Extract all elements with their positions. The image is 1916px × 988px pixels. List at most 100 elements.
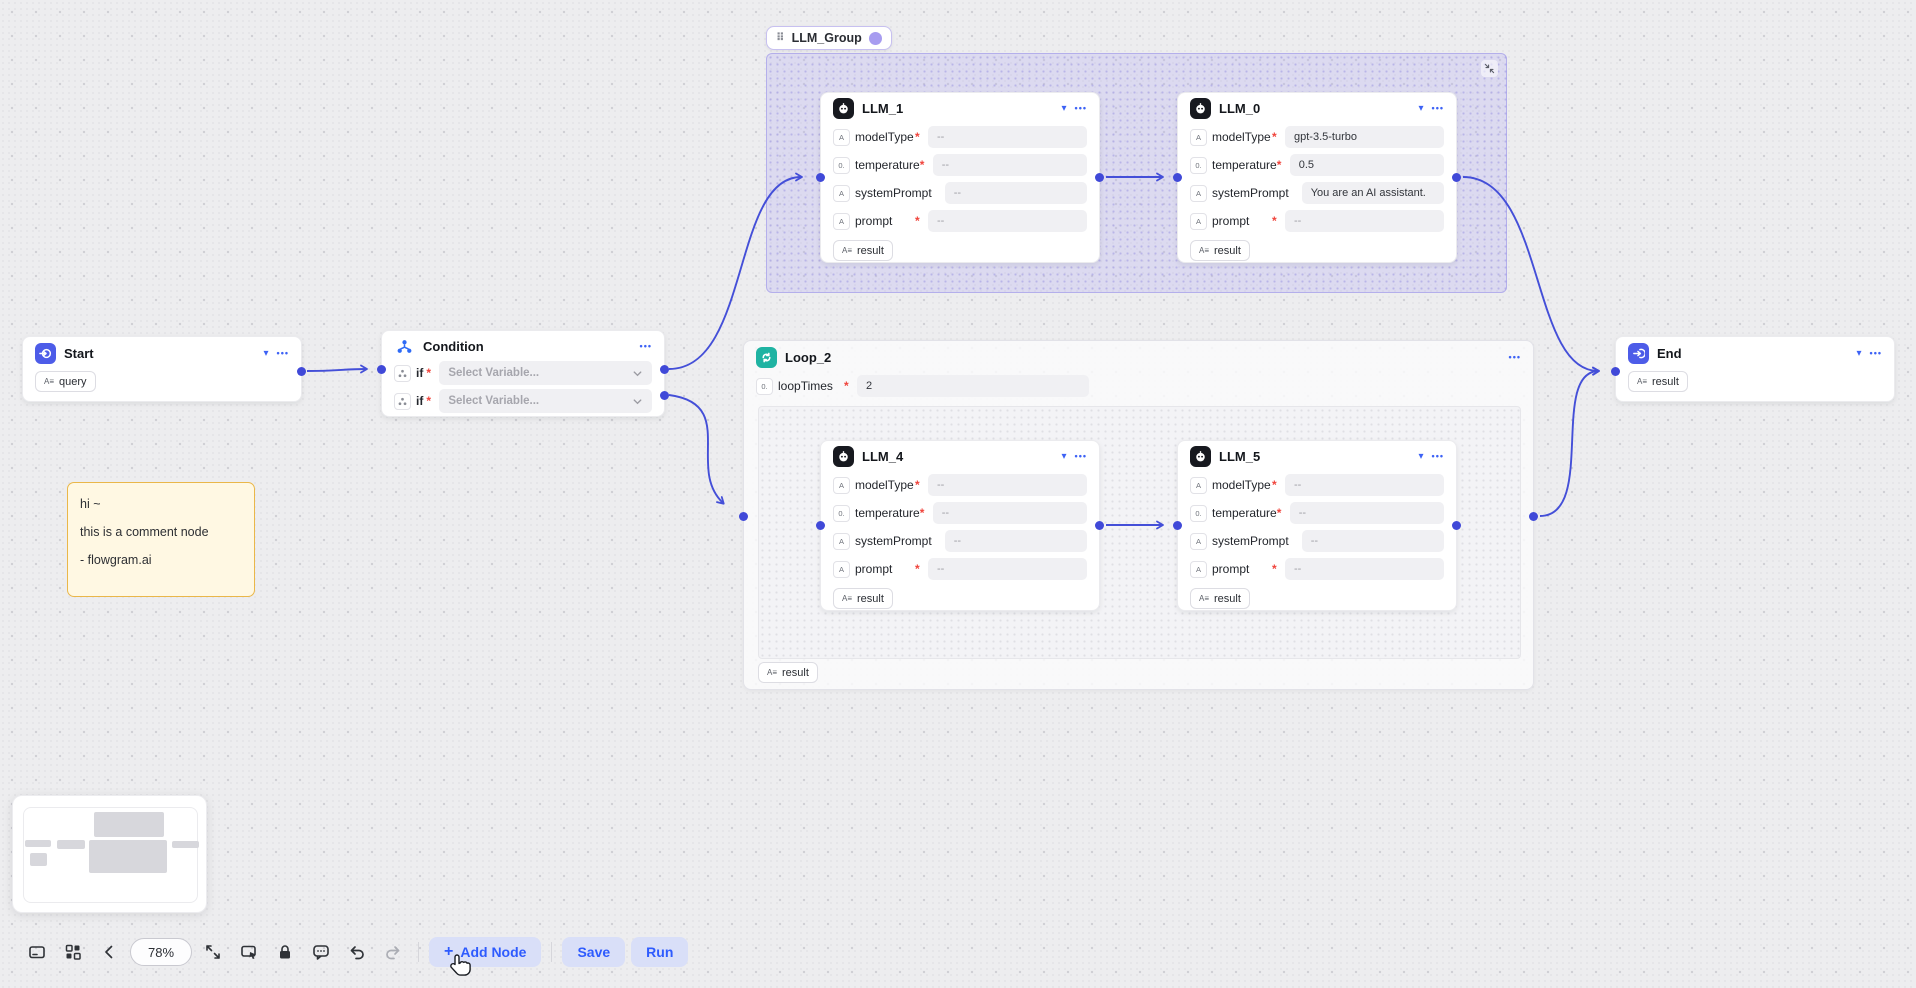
required-asterisk: *: [1272, 130, 1277, 144]
group-collapse-button[interactable]: [1481, 60, 1498, 77]
param-value-field[interactable]: --: [932, 154, 1087, 176]
llm4-output-port[interactable]: [1095, 521, 1104, 530]
more-menu-icon[interactable]: •••: [1074, 451, 1087, 461]
undo-button[interactable]: [342, 936, 372, 968]
chevron-down-icon[interactable]: ▾: [1061, 102, 1067, 114]
zoom-level-input[interactable]: 78%: [130, 938, 192, 966]
more-menu-icon[interactable]: •••: [1869, 348, 1882, 358]
more-menu-icon[interactable]: •••: [1074, 103, 1087, 113]
minimap-icon: [29, 946, 45, 959]
result-badge: A≡result: [1190, 240, 1250, 261]
redo-button[interactable]: [378, 936, 408, 968]
node-end[interactable]: End ▾ ••• A≡ result: [1611, 336, 1895, 402]
condition-input-port[interactable]: [377, 365, 386, 374]
param-value-field[interactable]: --: [944, 182, 1087, 204]
required-asterisk: *: [915, 214, 920, 228]
fit-view-icon: [206, 945, 220, 959]
looptimes-field[interactable]: 2: [857, 375, 1089, 397]
required-asterisk: *: [1272, 214, 1277, 228]
condition-output-port-2[interactable]: [660, 391, 669, 400]
param-value-field[interactable]: --: [1289, 502, 1444, 524]
required-asterisk: *: [919, 506, 925, 520]
type-string-icon: A: [1190, 560, 1207, 578]
variable-type-icon: A≡: [1637, 377, 1648, 386]
more-menu-icon[interactable]: •••: [276, 348, 289, 358]
chevron-down-icon[interactable]: ▾: [1856, 347, 1862, 359]
run-button[interactable]: Run: [631, 937, 689, 967]
more-menu-icon[interactable]: •••: [1431, 103, 1444, 113]
zoom-out-button[interactable]: [94, 936, 124, 968]
more-menu-icon[interactable]: •••: [639, 341, 652, 351]
start-output-port[interactable]: [297, 367, 306, 376]
collapse-icon: [1484, 63, 1495, 74]
wire-condition-loop[interactable]: [668, 394, 725, 505]
fit-view-button[interactable]: [198, 936, 228, 968]
redo-icon: [386, 946, 400, 960]
comment-node[interactable]: hi ~ this is a comment node - flowgram.a…: [67, 482, 255, 597]
chevron-down-icon[interactable]: ▾: [1418, 450, 1424, 462]
llm0-input-port[interactable]: [1173, 173, 1182, 182]
param-value-field[interactable]: --: [928, 474, 1087, 496]
minimap[interactable]: [12, 795, 207, 913]
type-number-icon: 0.: [1190, 504, 1207, 522]
param-value-field[interactable]: --: [1285, 558, 1444, 580]
wire-start-condition[interactable]: [306, 364, 368, 374]
param-value-field[interactable]: --: [1301, 530, 1444, 552]
node-condition[interactable]: Condition ••• if * Select Variable... if…: [377, 330, 669, 417]
param-value-field[interactable]: You are an AI assistant.: [1301, 182, 1444, 204]
param-value-field[interactable]: --: [928, 210, 1087, 232]
bottom-toolbar: 78% + Add Node Save Run: [22, 934, 689, 970]
required-asterisk: *: [1276, 158, 1282, 172]
wire-loop-end[interactable]: [1539, 366, 1600, 517]
more-menu-icon[interactable]: •••: [1431, 451, 1444, 461]
lock-button[interactable]: [270, 936, 300, 968]
param-value-field[interactable]: --: [928, 558, 1087, 580]
chevron-down-icon[interactable]: ▾: [263, 347, 269, 359]
minimap-toggle-button[interactable]: [22, 936, 52, 968]
branch-icon: [394, 392, 411, 410]
param-value-field[interactable]: --: [1285, 210, 1444, 232]
end-input-port[interactable]: [1611, 367, 1620, 376]
required-asterisk: *: [426, 366, 432, 380]
group-color-swatch[interactable]: [868, 31, 882, 45]
group-label-pill[interactable]: ⠿ LLM_Group: [766, 26, 892, 50]
type-string-icon: A: [1190, 532, 1207, 550]
type-number-icon: 0.: [756, 377, 773, 395]
add-node-button[interactable]: + Add Node: [429, 937, 542, 967]
layout-button[interactable]: [58, 936, 88, 968]
llm1-output-port[interactable]: [1095, 173, 1104, 182]
loop-input-port[interactable]: [739, 512, 748, 521]
llm0-output-port[interactable]: [1452, 173, 1461, 182]
variable-select[interactable]: Select Variable...: [439, 361, 652, 385]
group-name: LLM_Group: [791, 31, 862, 45]
save-button[interactable]: Save: [562, 937, 626, 967]
if-label: if: [416, 394, 424, 408]
llm1-input-port[interactable]: [816, 173, 825, 182]
drag-handle-icon[interactable]: ⠿: [776, 31, 785, 44]
comment-button[interactable]: [306, 936, 336, 968]
more-menu-icon[interactable]: •••: [1508, 352, 1521, 362]
loop-output-port[interactable]: [1529, 512, 1538, 521]
result-badge: A≡ result: [1628, 371, 1688, 392]
required-asterisk: *: [915, 562, 920, 576]
llm5-output-port[interactable]: [1452, 521, 1461, 530]
variable-select[interactable]: Select Variable...: [439, 389, 652, 413]
param-value-field[interactable]: 0.5: [1289, 154, 1444, 176]
param-value-field[interactable]: --: [944, 530, 1087, 552]
param-value-field[interactable]: gpt-3.5-turbo: [1285, 126, 1444, 148]
select-area-button[interactable]: [234, 936, 264, 968]
chevron-down-icon[interactable]: ▾: [1418, 102, 1424, 114]
param-value-field[interactable]: --: [932, 502, 1087, 524]
condition-output-port-1[interactable]: [660, 365, 669, 374]
badge-label: result: [1214, 244, 1241, 257]
llm5-input-port[interactable]: [1173, 521, 1182, 530]
param-value-field[interactable]: --: [928, 126, 1087, 148]
llm4-input-port[interactable]: [816, 521, 825, 530]
chevron-down-icon[interactable]: ▾: [1061, 450, 1067, 462]
param-value-field[interactable]: --: [1285, 474, 1444, 496]
node-start[interactable]: Start ▾ ••• A≡ query: [22, 336, 306, 402]
